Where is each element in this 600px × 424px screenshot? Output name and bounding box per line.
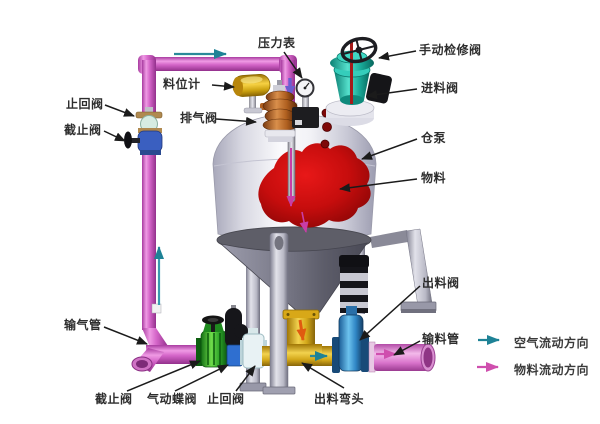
label-stop-valve-bottom: 截止阀: [95, 392, 133, 406]
air-pipe-top: [142, 57, 296, 71]
legend-air-flow-label: 空气流动方向: [514, 336, 590, 350]
pneumatic-butterfly-valve-graphic: [225, 305, 248, 367]
green-valve-left-flange: [196, 338, 202, 366]
gate-valve-right-flange: [361, 336, 369, 372]
callout-check-valve-top: [104, 104, 135, 117]
callout-manual-service-valve: [378, 50, 417, 61]
gauge-stem: [302, 95, 309, 110]
callout-pressure-gauge: [283, 51, 303, 79]
feed-valve-actuator: [366, 72, 392, 104]
label-material: 物料: [421, 171, 447, 185]
check-valve-cap: [145, 107, 153, 112]
leg-bracket: [370, 230, 408, 248]
label-check-valve-bottom: 止回阀: [207, 392, 245, 406]
discharge-elbow-graphic: [282, 309, 322, 366]
callout-air-supply-pipe: [103, 326, 148, 345]
air-pipe-riser: [142, 60, 156, 330]
feed-valve-graphic: [325, 42, 392, 126]
exhaust-valve-stem: [277, 80, 282, 86]
label-exhaust-valve: 排气阀: [180, 111, 218, 125]
green-valve-handwheel-hub: [207, 318, 219, 322]
leg-front-slot: [274, 236, 284, 250]
callout-feed-valve: [366, 88, 418, 100]
elbow-horizontal: [287, 344, 322, 366]
label-silo-pump: 仓泵: [421, 131, 447, 145]
label-discharge-elbow: 出料弯头: [314, 392, 365, 406]
gate-valve-left-flange: [332, 337, 340, 373]
stop-valve-top-flange: [138, 128, 162, 133]
gate-valve-neck: [346, 306, 357, 318]
callout-stop-valve-top: [103, 130, 126, 142]
label-check-valve-top: 止回阀: [66, 97, 104, 111]
gauge-hub: [303, 86, 307, 90]
outlet-pipe-bore: [423, 347, 433, 368]
material-drop-arrow-2: [299, 211, 309, 233]
callout-silo-pump: [361, 138, 418, 160]
label-level-meter: 料位计: [163, 77, 201, 91]
label-pressure-gauge: 压力表: [258, 36, 296, 50]
feed-valve-spindle: [350, 42, 353, 104]
label-material-outlet-pipe: 输料管: [422, 332, 460, 346]
support-leg-front: [262, 232, 296, 395]
label-manual-service-valve: 手动检修阀: [419, 43, 482, 57]
callout-discharge-elbow: [301, 362, 345, 389]
leg-front-foot: [262, 386, 296, 395]
label-stop-valve-top: 截止阀: [64, 123, 102, 137]
pneumatic-cylinder: [340, 267, 368, 313]
stop-valve-bottom-flange: [140, 150, 161, 155]
air-pipe-open-bore: [136, 360, 148, 368]
callout-material: [339, 178, 418, 193]
callout-discharge-valve: [359, 285, 421, 341]
stop-valve-stem: [130, 138, 140, 143]
stop-valve-body: [137, 130, 163, 153]
exhaust-valve-graphic: [260, 80, 298, 142]
butterfly-actuator: [225, 308, 242, 348]
level-meter-flange: [243, 107, 263, 114]
label-feed-valve: 进料阀: [421, 81, 459, 95]
stop-valve-bottom-graphic: [196, 315, 232, 368]
gate-valve-body: [338, 314, 364, 372]
manual-service-valve-handwheel: [340, 36, 378, 64]
callout-material-outlet-pipe: [393, 340, 421, 356]
green-valve-stem: [211, 324, 215, 332]
level-meter-end: [232, 76, 244, 96]
check-valve-b-body: [242, 333, 265, 369]
callout-butterfly-valve: [174, 364, 229, 392]
leg-far-right-foot-edge: [401, 309, 436, 313]
check-valve-b-tab: [248, 328, 258, 336]
callout-exhaust-valve: [215, 116, 257, 126]
exhaust-valve-flange-2: [268, 137, 292, 142]
material-fill: [258, 143, 371, 228]
discharge-flow-arrow-down: [296, 319, 307, 341]
legend-material-flow-label: 物料流动方向: [514, 363, 590, 377]
exhaust-valve-flange: [264, 129, 296, 138]
control-box-slot: [295, 120, 302, 125]
stop-valve-handwheel: [124, 131, 132, 149]
butterfly-wafer: [226, 344, 243, 367]
material-outlet-pipe-graphic: [368, 341, 436, 373]
callout-check-valve-bottom: [235, 365, 256, 392]
level-meter-stem: [249, 96, 256, 109]
control-box: [292, 107, 319, 128]
stop-valve-top-graphic: [124, 128, 163, 155]
pressure-gauge-graphic: [295, 78, 315, 110]
label-discharge-valve: 出料阀: [422, 276, 460, 290]
callout-arrows: [103, 50, 421, 392]
discharge-valve-graphic: [332, 255, 369, 373]
air-pipe-bottom: [146, 345, 200, 364]
pneumatic-cylinder-cap: [339, 255, 369, 268]
label-pneumatic-butterfly-valve: 气动蝶阀: [147, 392, 198, 406]
callout-level-meter: [211, 81, 235, 91]
outlet-pipe: [374, 344, 428, 371]
pipe-tag: [151, 303, 162, 314]
leg-left-foot: [239, 382, 267, 392]
level-meter-graphic: [232, 73, 271, 114]
callout-stop-valve-bottom: [126, 360, 201, 392]
label-air-supply-pipe: 输气管: [64, 318, 102, 332]
check-valve-b-left-flange: [240, 340, 244, 365]
level-meter-highlight: [240, 76, 263, 84]
exhaust-valve-cap: [273, 85, 285, 92]
